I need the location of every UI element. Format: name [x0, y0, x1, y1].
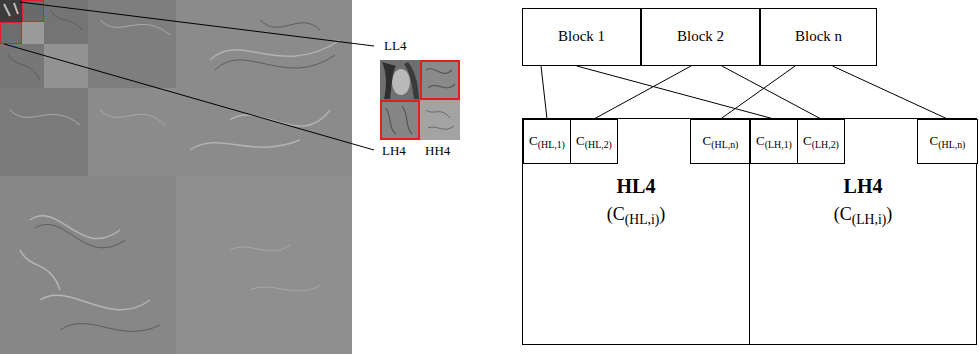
coefficient-cell: C(HL,1) [523, 119, 571, 164]
inset-hat [404, 62, 419, 99]
subband-label: LH4 [382, 144, 406, 158]
text-group: Block n [761, 9, 876, 65]
block-box: Block 2 [641, 8, 760, 66]
edge-texture [8, 10, 82, 80]
subband-hl3 [44, 0, 88, 44]
image-ground [0, 0, 352, 354]
coefficient-cell: C(HL,n) [917, 119, 978, 164]
inset-lh4 [381, 101, 419, 139]
coefficient-set: (C(LH,i)) [834, 204, 893, 225]
subband-label: LL4 [384, 39, 406, 53]
subband-hh1 [176, 176, 352, 354]
text-group: C(HL,n) [918, 120, 977, 163]
subband-label: HH4 [425, 144, 450, 158]
subband-lh2 [0, 88, 88, 176]
subband-lh1 [0, 176, 176, 354]
inset-hair [382, 62, 396, 99]
node-label: C(LH,1) [756, 134, 792, 149]
coefficient-cell: C(HL,n) [690, 119, 751, 164]
text-group: C(LH,1) [751, 120, 797, 163]
inset-ll4 [380, 60, 420, 100]
zoom-inset [380, 60, 460, 140]
edge-texture [230, 245, 320, 291]
text-group: C(HL,n) [691, 120, 750, 163]
subband-hh2 [88, 88, 176, 176]
highlight-box [1, 23, 22, 44]
connector-line [541, 66, 547, 119]
subband-hl1 [176, 0, 352, 176]
node-label: C(HL,n) [930, 134, 966, 149]
subband-name: LH4 [844, 175, 883, 198]
connector-line [833, 66, 948, 119]
text-group: C(HL,2) [571, 120, 617, 163]
edge-texture [10, 20, 170, 125]
inset-face [392, 69, 410, 95]
text-group: Block 2 [642, 9, 759, 65]
edge-texture [35, 224, 160, 331]
edge-texture [20, 216, 150, 310]
node-label: C(HL,2) [576, 134, 612, 149]
connector-line [721, 66, 796, 119]
connector-line [577, 66, 774, 119]
inset-texture [426, 69, 455, 88]
zoom-line [20, 2, 374, 46]
node-label: Block 2 [677, 28, 724, 45]
node-label: C(HL,1) [529, 134, 565, 149]
node-label: Block n [795, 28, 842, 45]
text-group: HL4 (C(HL,i)) [523, 175, 749, 225]
text-group: C(LH,2) [798, 120, 844, 163]
coefficient-cell: C(HL,2) [570, 119, 618, 164]
subband-name: HL4 [617, 175, 656, 198]
coefficient-set: (C(HL,i)) [607, 204, 666, 225]
wavelet-image [0, 0, 352, 354]
subband-region: HL4 (C(HL,i)) C(HL,1) C(HL,2) C(HL,n) [522, 118, 750, 345]
connector-line [722, 66, 821, 119]
coefficient-cell: C(LH,2) [797, 119, 845, 164]
subband-ll4 [0, 0, 22, 22]
inset-texture [386, 106, 412, 134]
connector-line [594, 66, 691, 119]
block-box: Block 1 [522, 8, 641, 66]
inset-texture [426, 110, 454, 129]
coefficient-cell: C(LH,1) [750, 119, 798, 164]
node-label: Block 1 [558, 28, 605, 45]
subband-region: LH4 (C(LH,i)) C(LH,1) C(LH,2) C(HL,n) [749, 118, 977, 345]
subband-lh3 [0, 44, 44, 88]
text-group: Block 1 [523, 9, 640, 65]
subband-hh4 [22, 22, 44, 44]
inset-hl4 [421, 61, 459, 99]
subband-hl2 [88, 0, 176, 88]
edge-texture [215, 20, 335, 70]
node-label: C(LH,2) [803, 134, 839, 149]
image-texture [4, 3, 18, 16]
text-group: LH4 (C(LH,i)) [750, 175, 976, 225]
text-group: C(HL,1) [524, 120, 570, 163]
block-box: Block n [760, 8, 877, 66]
subband-lh4 [0, 22, 22, 44]
inset-hh4 [420, 100, 460, 140]
node-label: C(HL,n) [703, 134, 739, 149]
zoom-line [4, 44, 374, 150]
